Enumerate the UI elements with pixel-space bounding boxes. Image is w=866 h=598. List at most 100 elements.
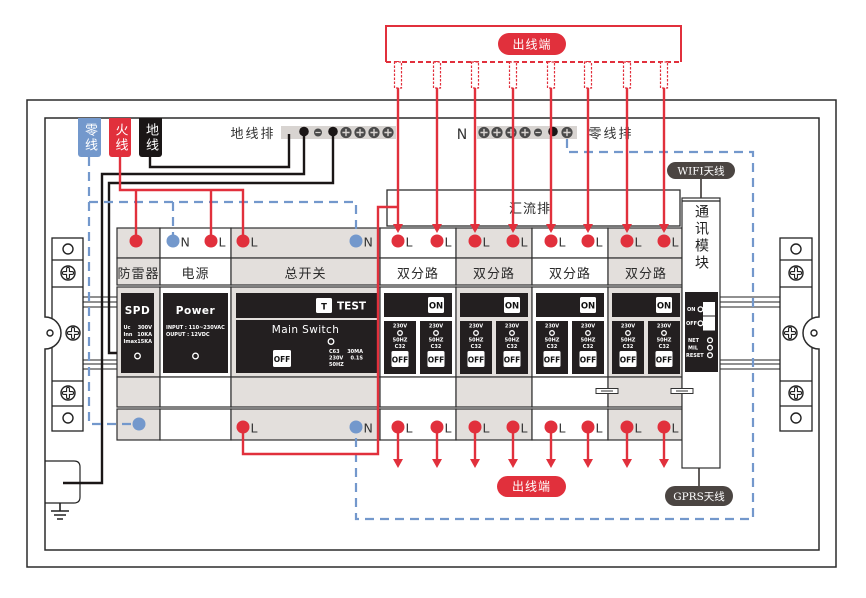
arrow-down-icon [432, 224, 442, 233]
breaker-voltage: 230V [505, 324, 519, 330]
breaker-frequency: 50HZ [393, 338, 408, 344]
spd-spec-value: 300V [138, 325, 152, 331]
terminal-live-out-dot [620, 420, 634, 434]
ground-wire-label: 地线 [139, 118, 162, 157]
breaker-off-switch [391, 351, 409, 367]
mounting-hole-icon [790, 412, 802, 424]
output-feed: LL [620, 61, 642, 468]
gprs-antenna-label: GPRS天线 [673, 490, 725, 503]
main-switch-name-label: 总开关 [284, 267, 326, 282]
power-name-label: 电源 [181, 267, 209, 282]
screw-icon [781, 324, 799, 342]
plate-hole-icon [810, 329, 818, 337]
neutral-wire-label-text: 零线 [82, 122, 97, 153]
screw-icon [477, 126, 491, 139]
breaker-off-switch [543, 351, 561, 367]
breaker-voltage: 230V [621, 324, 635, 330]
bottom-output-label: 出线端 [512, 480, 551, 494]
terminal-live-in-dot [506, 234, 520, 248]
arrow-down-icon [546, 224, 556, 233]
comm-on-switch [703, 302, 715, 316]
main-neutral-in-terminal [349, 234, 363, 248]
spd-spacer-row [116, 376, 161, 408]
neutral-bar: N 零线排 [457, 126, 632, 143]
terminal-label: L [251, 235, 258, 250]
top-output-label: 出线端 [512, 38, 551, 52]
mounting-plate [44, 117, 820, 551]
arrow-down-icon [622, 459, 632, 468]
screw-icon [339, 126, 353, 139]
screw-icon [59, 264, 77, 282]
breaker-rating: C32 [507, 344, 518, 350]
dual-3-spacer-row [531, 376, 609, 408]
on-switch [580, 297, 596, 313]
terminal-label: N [364, 235, 373, 250]
arrow-down-icon [583, 224, 593, 233]
terminal-label: L [483, 421, 490, 436]
gprs-antenna-pill [665, 486, 733, 506]
mounting-hole-icon [62, 412, 74, 424]
ground-bar-body [281, 126, 396, 139]
ground-wire-earth [63, 131, 306, 485]
top-output-pill [498, 33, 566, 55]
screw-icon [518, 126, 532, 139]
earth-connection [45, 460, 81, 520]
terminal-live-in-dot [391, 234, 405, 248]
breaker-off-label: OFF [580, 356, 597, 365]
power-title: Power [176, 305, 216, 317]
plate-hole-icon [46, 329, 54, 337]
enclosure-outer-frame [26, 99, 837, 568]
breaker-voltage: 230V [545, 324, 559, 330]
main-switch-terminals: L N L N [236, 234, 373, 436]
comm-indicator-label: RESET [686, 353, 704, 359]
screw-icon [59, 384, 77, 402]
neutral-wires [87, 139, 755, 521]
main-off-label: OFF [274, 355, 291, 364]
breaker-off-switch [467, 351, 485, 367]
breaker-off-label: OFF [544, 356, 561, 365]
comm-on-label: ON [687, 307, 695, 313]
on-switch-label: ON [657, 302, 671, 312]
terminal-label: L [635, 235, 642, 250]
main-neutral-out-terminal [349, 420, 363, 434]
comm-off-switch [703, 316, 715, 331]
terminal-live-in-dot [544, 234, 558, 248]
breaker-off-switch [655, 351, 673, 367]
wifi-antenna-pill [667, 162, 735, 179]
power-neutral-terminal [166, 234, 180, 248]
terminal-label: N [181, 235, 190, 250]
neutral-terminal-dot [548, 126, 558, 137]
on-switch [656, 297, 672, 313]
main-switch-panel [236, 320, 377, 373]
dual-2-top-terminal-row [455, 227, 533, 259]
test-bar-panel [236, 293, 377, 318]
terminal-live-in-dot [620, 234, 634, 248]
ground-wire-incoming [148, 134, 291, 169]
main-switch-spacer-row [230, 376, 381, 408]
din-clip-icon [595, 388, 619, 394]
spd-title: SPD [125, 305, 150, 317]
test-label: TEST [337, 301, 367, 313]
spd-module-face: 防雷器 SPD Uc 300V Inn 10KA Imax 15KA [117, 266, 159, 373]
arrow-down-icon [546, 459, 556, 468]
breaker-rating: C32 [659, 344, 670, 350]
indicator-light-icon [585, 330, 591, 336]
screw-icon [64, 324, 82, 342]
arrow-down-icon [470, 459, 480, 468]
output-connector-stub [393, 61, 403, 89]
breaker-frequency: 50HZ [429, 338, 444, 344]
main-spec: 230V [329, 356, 343, 362]
indicator-light-icon [625, 330, 631, 336]
terminal-live-out-dot [506, 420, 520, 434]
neutral-wire-main-switch [89, 200, 358, 235]
dual-circuit-modules: 双分路ON230V50HZC32OFF230V50HZC32OFF双分路ON23… [384, 266, 680, 374]
terminal-label: L [672, 421, 679, 436]
main-switch-module-face: 总开关 T TEST Main Switch OFF C63 230V 50HZ… [236, 267, 377, 373]
ground-wire-label-text: 地线 [143, 122, 158, 153]
